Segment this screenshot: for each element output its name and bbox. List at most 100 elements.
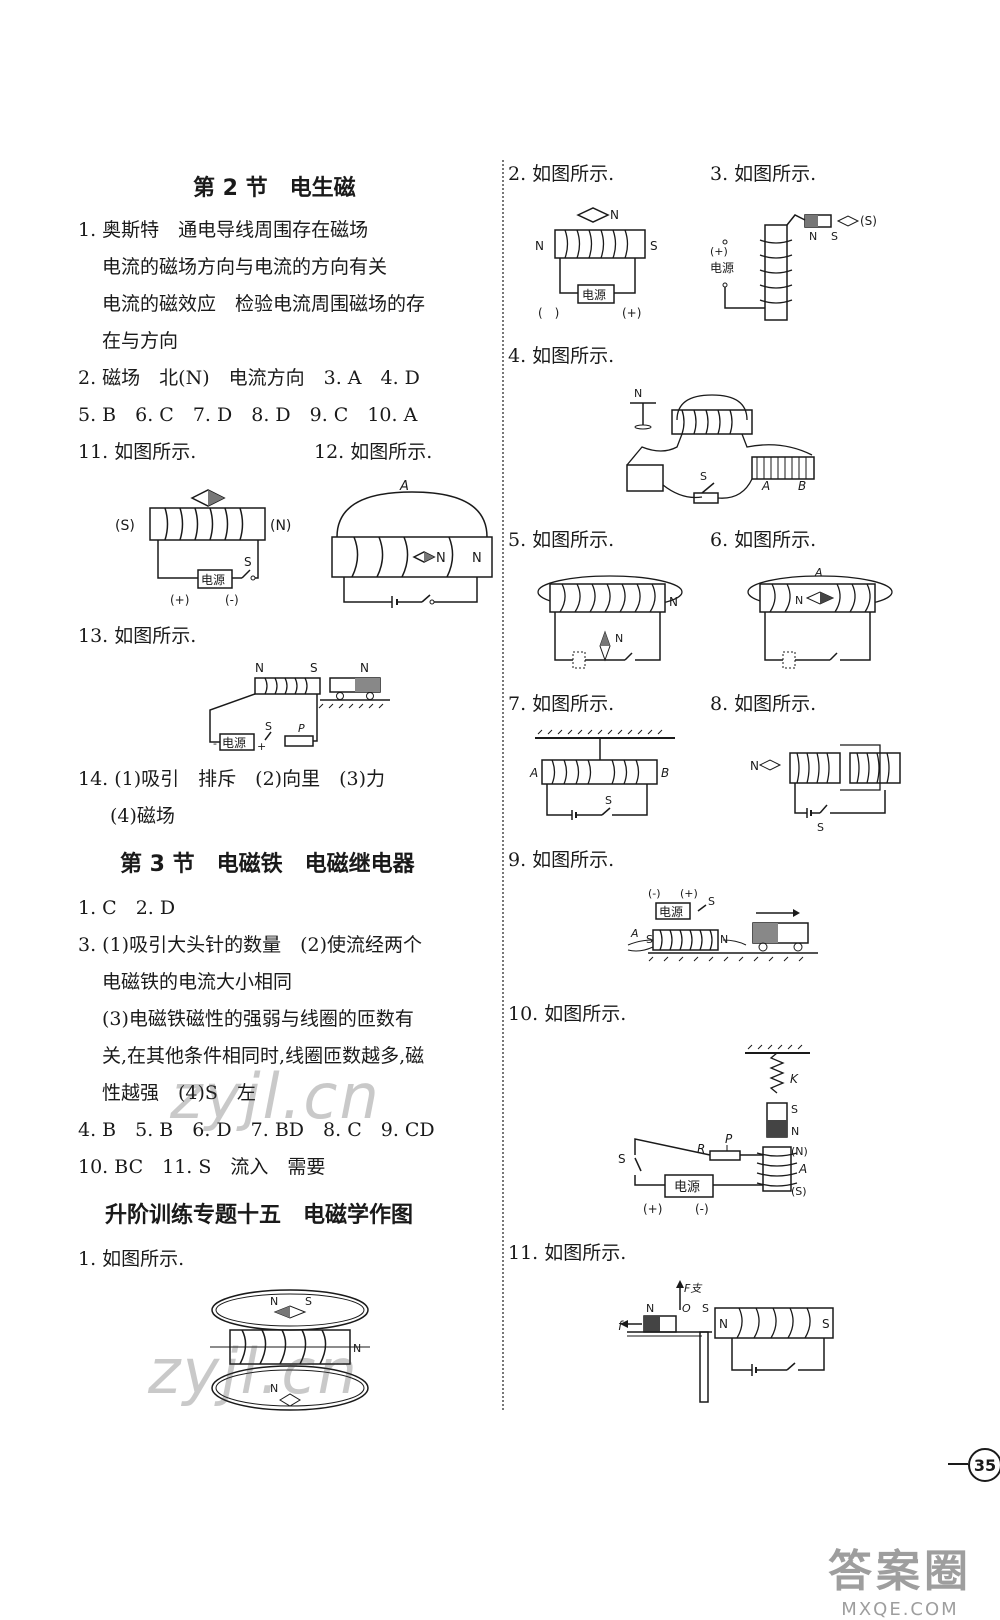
answer-1-line3: 电流的磁效应 检验电流周围磁场的存: [102, 293, 426, 315]
switch-icon: [697, 904, 707, 912]
answer-5-10: 5. B 6. C 7. D 8. D 9. C 10. A: [78, 404, 418, 426]
answer-r2-label: 2. 如图所示.: [508, 163, 615, 185]
figure-13: N S N 电源 - + S P: [205, 660, 395, 759]
label-b: B: [661, 766, 669, 780]
rheostat-icon: [751, 456, 815, 480]
label-s-paren: (S): [791, 1185, 807, 1198]
figure-r7: A B S: [529, 729, 680, 829]
label-power: 电源: [222, 736, 246, 750]
label-plus: (+): [170, 593, 189, 607]
label-p: P: [298, 722, 305, 735]
battery-icon: [572, 651, 586, 669]
switch-icon: [829, 652, 838, 661]
label-minus: (-): [695, 1202, 709, 1216]
answer-b3-line5: 性越强 (4)S 左: [102, 1082, 256, 1104]
label-magnet-n: N: [646, 1302, 654, 1315]
label-power: 电源: [659, 905, 683, 919]
label-minus: (-): [225, 593, 239, 607]
label-b: B: [798, 479, 806, 493]
answer-b1: 1. C 2. D: [78, 897, 176, 919]
label-f: f: [618, 1319, 624, 1333]
figure-r2: N N S 电源 ( ) (+): [530, 205, 670, 324]
answer-r9-label: 9. 如图所示.: [508, 849, 615, 871]
figure-12: A N N: [322, 479, 502, 621]
solenoid-core: [759, 583, 876, 613]
label-a: A: [814, 566, 823, 579]
answer-1-line4: 在与方向: [102, 330, 179, 352]
label-switch-s: S: [244, 555, 252, 569]
label-n: N: [610, 208, 619, 222]
battery-icon: [626, 464, 664, 492]
answer-r4-label: 4. 如图所示.: [508, 345, 615, 367]
page-number-dash: [948, 1463, 968, 1465]
label-a: A: [761, 479, 770, 493]
answer-1-line1: 1. 奥斯特 通电导线周围存在磁场: [78, 219, 369, 241]
label-end-s: S: [646, 933, 653, 946]
switch-icon: [264, 731, 272, 741]
spring-icon: [769, 1052, 785, 1094]
footer-logo: 答案圈 MXQE.COM: [820, 1535, 980, 1620]
label-n-paren: (N): [791, 1145, 808, 1158]
switch-icon: [601, 807, 611, 816]
label-a: A: [798, 1162, 807, 1176]
figure-r11: F支 f N O S N S: [612, 1280, 842, 1409]
solenoid-core: [149, 507, 266, 541]
label-end-s: S: [822, 1317, 830, 1331]
solenoid-core: [331, 536, 493, 578]
label-end-n: N: [720, 933, 728, 946]
answer-r8-label: 8. 如图所示.: [710, 693, 817, 715]
label-plus-sign: +: [257, 740, 266, 753]
answer-b3-line3: (3)电磁铁磁性的强弱与线圈的匝数有: [102, 1008, 414, 1030]
label-switch-s: S: [708, 895, 715, 908]
switch-icon: [786, 1362, 796, 1371]
switch-icon: [241, 569, 251, 579]
page-number: 35: [968, 1448, 1000, 1482]
label-n: N: [270, 1295, 278, 1308]
label-s: S: [831, 230, 838, 243]
label-s: S: [305, 1295, 312, 1308]
label-a: A: [529, 766, 538, 780]
label-end-n: N: [353, 1342, 361, 1355]
answer-14-line2: (4)磁场: [110, 805, 175, 827]
label-a: A: [399, 479, 409, 494]
label-n: N: [634, 387, 642, 400]
label-power: 电源: [710, 261, 734, 275]
answer-r3-label: 3. 如图所示.: [710, 163, 817, 185]
label-inner-n: N: [436, 551, 446, 566]
answer-12-label: 12. 如图所示.: [314, 441, 433, 463]
rheostat-icon: [709, 1150, 741, 1161]
answer-c1-label: 1. 如图所示.: [78, 1248, 185, 1270]
switch-icon: [819, 804, 828, 814]
label-n: N: [255, 661, 264, 675]
label-n: N: [795, 594, 803, 607]
label-end-n: N: [535, 239, 544, 253]
label-end-n: N: [719, 1317, 728, 1331]
figure-c1: N S N N: [205, 1280, 385, 1424]
solenoid-core: [764, 224, 788, 321]
answer-r5-label: 5. 如图所示.: [508, 529, 615, 551]
label-magnet-s: S: [791, 1103, 798, 1116]
section2-title: 第 2 节 电生磁: [193, 176, 356, 201]
solenoid-core: [671, 409, 753, 435]
label-f-support: F支: [684, 1282, 703, 1295]
solenoid-core-left: [789, 752, 841, 784]
label-power: 电源: [582, 288, 606, 302]
solenoid-core: [714, 1307, 834, 1339]
label-minus-sign: -: [213, 737, 217, 750]
answer-1-line2: 电流的磁场方向与电流的方向有关: [102, 256, 388, 278]
solenoid-core-right: [849, 752, 901, 784]
label-n: N: [750, 759, 759, 773]
solenoid-core: [652, 929, 719, 951]
label-k: K: [790, 1072, 799, 1086]
label-r: R: [697, 1142, 705, 1156]
label-a: A: [630, 927, 639, 940]
answer-r10-label: 10. 如图所示.: [508, 1003, 627, 1025]
label-switch-s: S: [700, 470, 707, 483]
answer-b10: 10. BC 11. S 流入 需要: [78, 1156, 326, 1178]
switch-icon: [624, 652, 633, 661]
label-magnet-n: N: [360, 661, 369, 675]
answer-r11-label: 11. 如图所示.: [508, 1242, 627, 1264]
label-n-paren: (N): [270, 518, 291, 534]
watermark-2: zyjl.cn: [148, 1335, 359, 1408]
solenoid-core: [541, 759, 658, 785]
